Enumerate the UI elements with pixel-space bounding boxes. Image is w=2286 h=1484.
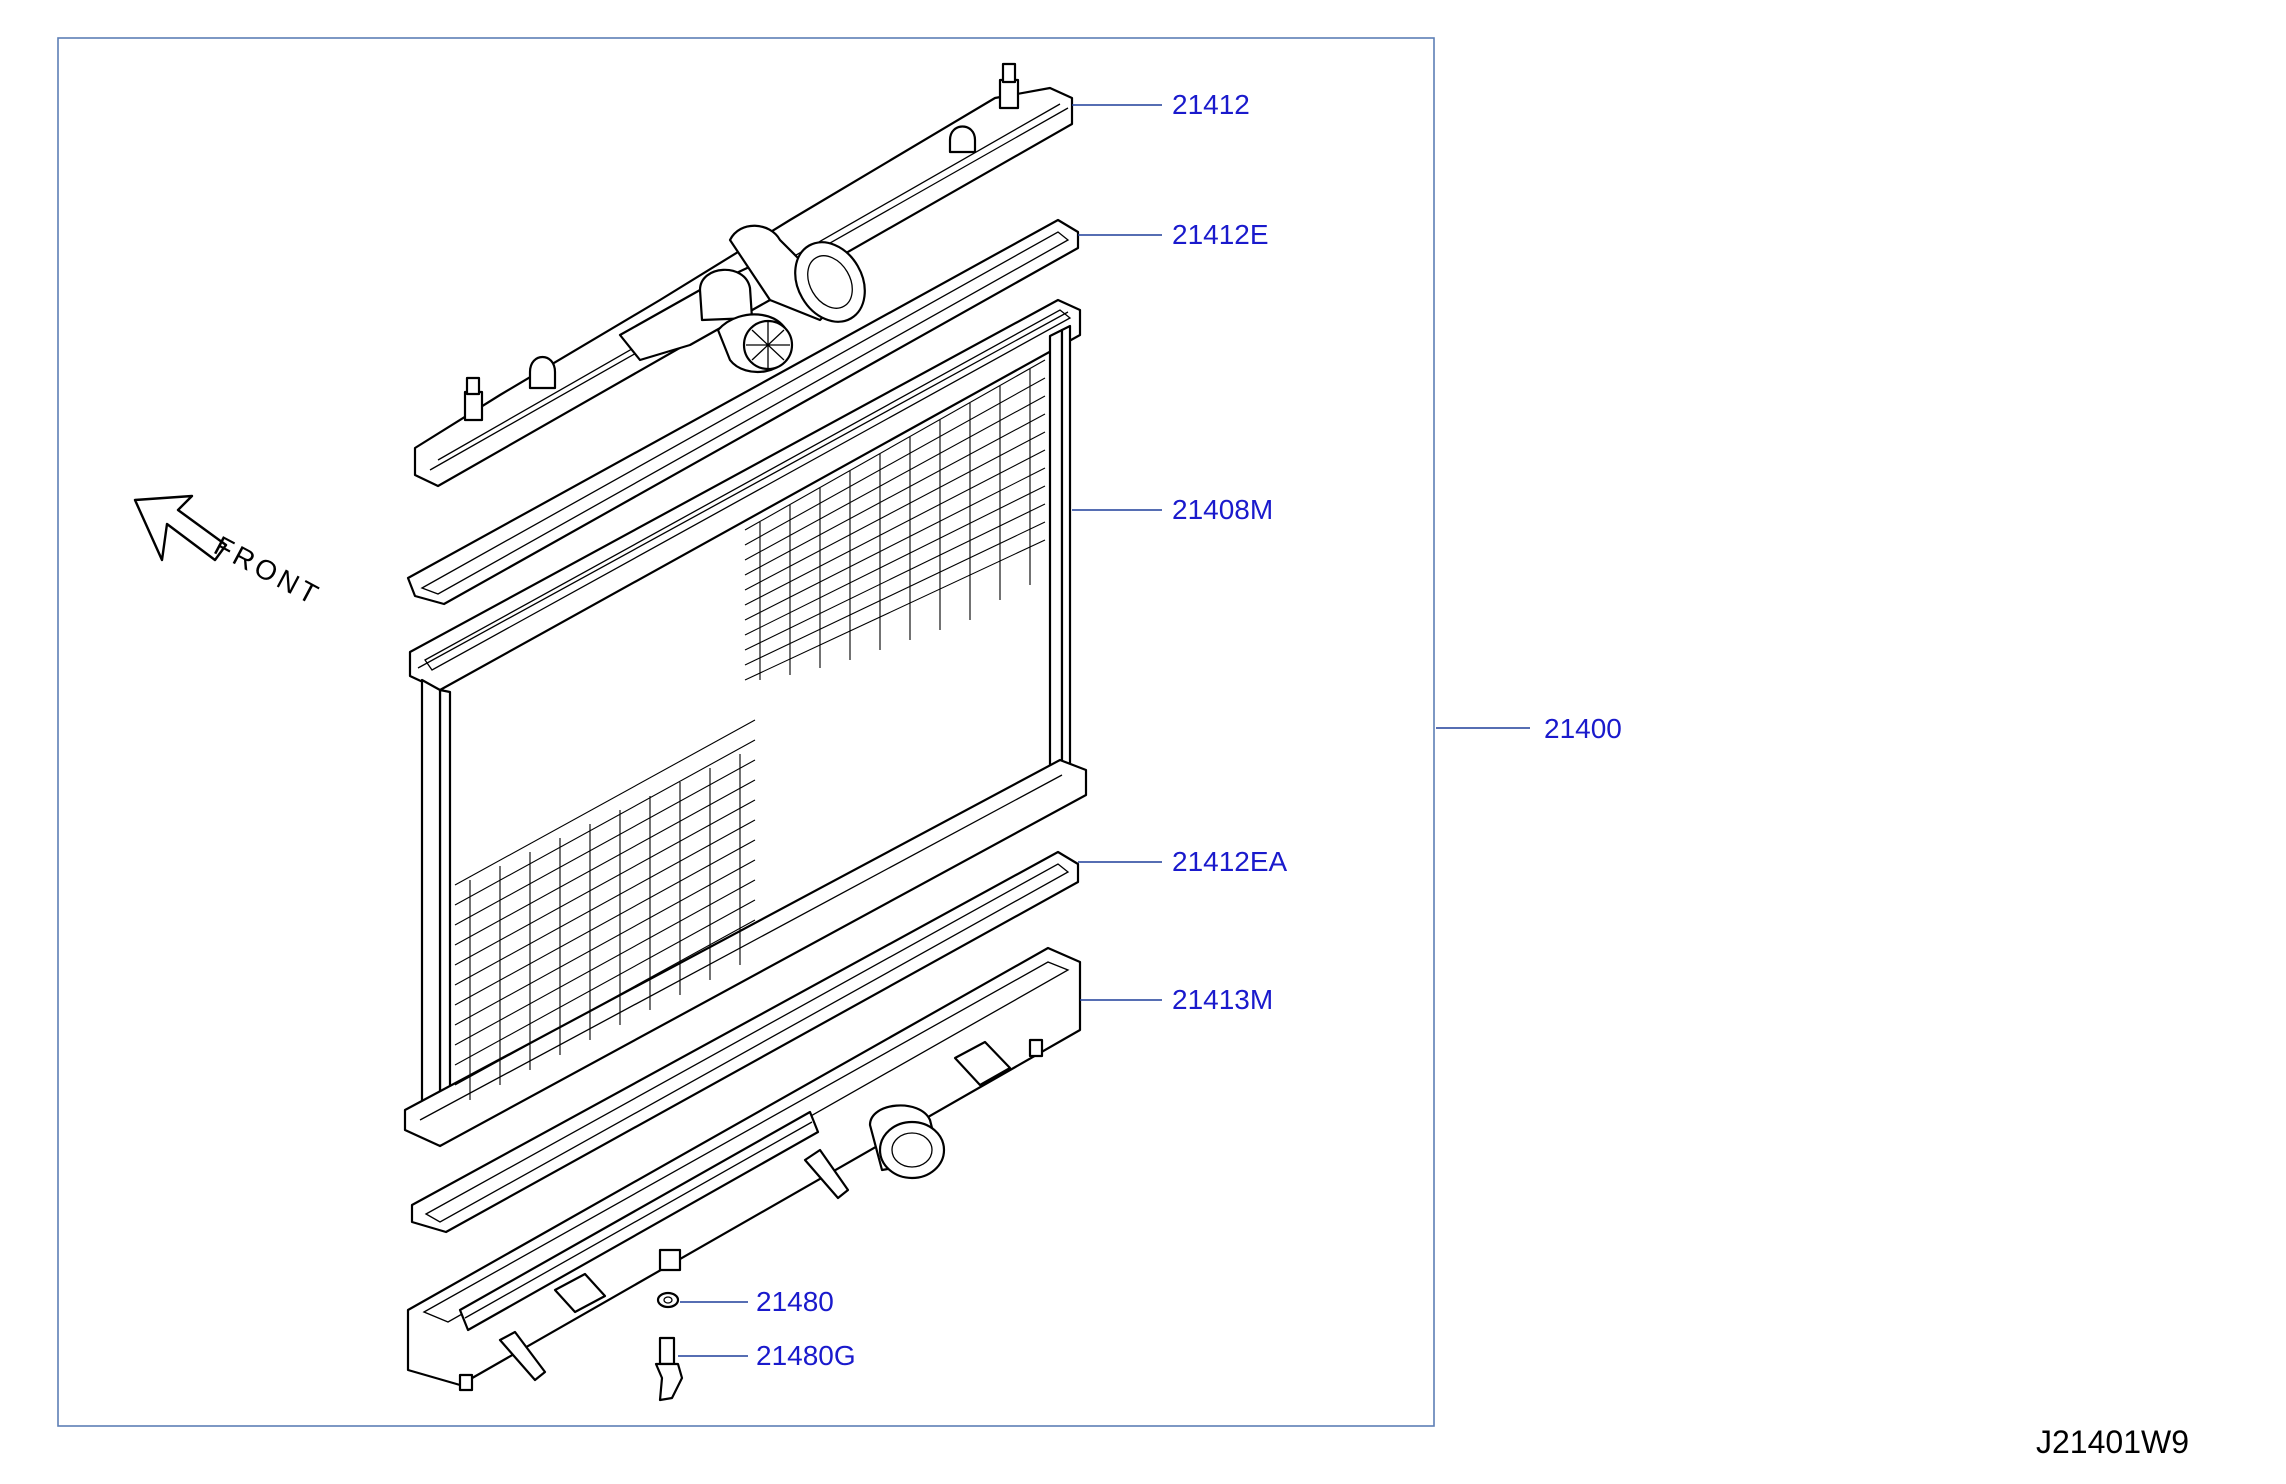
lower-gasket	[410, 850, 1080, 1234]
front-arrow-icon: FRONT	[133, 494, 327, 612]
svg-text:21412E: 21412E	[1172, 219, 1269, 250]
callout-21480G: 21480G	[678, 1340, 856, 1371]
callout-21412EA: 21412EA	[1078, 846, 1288, 877]
drain-cock	[654, 1336, 684, 1402]
svg-text:21480: 21480	[756, 1286, 834, 1317]
callout-21412: 21412	[1072, 89, 1250, 120]
lower-tank	[406, 946, 1082, 1392]
radiator-core	[403, 298, 1088, 1148]
svg-text:21412: 21412	[1172, 89, 1250, 120]
upper-gasket	[406, 218, 1080, 606]
drain-valve-icon	[498, 1148, 850, 1382]
upper-tank	[413, 62, 1074, 488]
drain-washer	[656, 1291, 680, 1309]
svg-text:21408M: 21408M	[1172, 494, 1273, 525]
assembly-frame	[57, 37, 1435, 1427]
callout-21412E: 21412E	[1078, 219, 1269, 250]
callout-21400: 21400	[1436, 713, 1622, 744]
svg-text:21412EA: 21412EA	[1172, 846, 1288, 877]
callout-21480: 21480	[680, 1286, 834, 1317]
front-label: FRONT	[209, 530, 326, 612]
core-fins	[454, 359, 1046, 1100]
svg-text:21480G: 21480G	[756, 1340, 856, 1371]
drawing-code: J21401W9	[2036, 1424, 2189, 1460]
svg-text:21400: 21400	[1544, 713, 1622, 744]
svg-text:21413M: 21413M	[1172, 984, 1273, 1015]
callout-21408M: 21408M	[1072, 494, 1273, 525]
callout-21413M: 21413M	[1080, 984, 1273, 1015]
